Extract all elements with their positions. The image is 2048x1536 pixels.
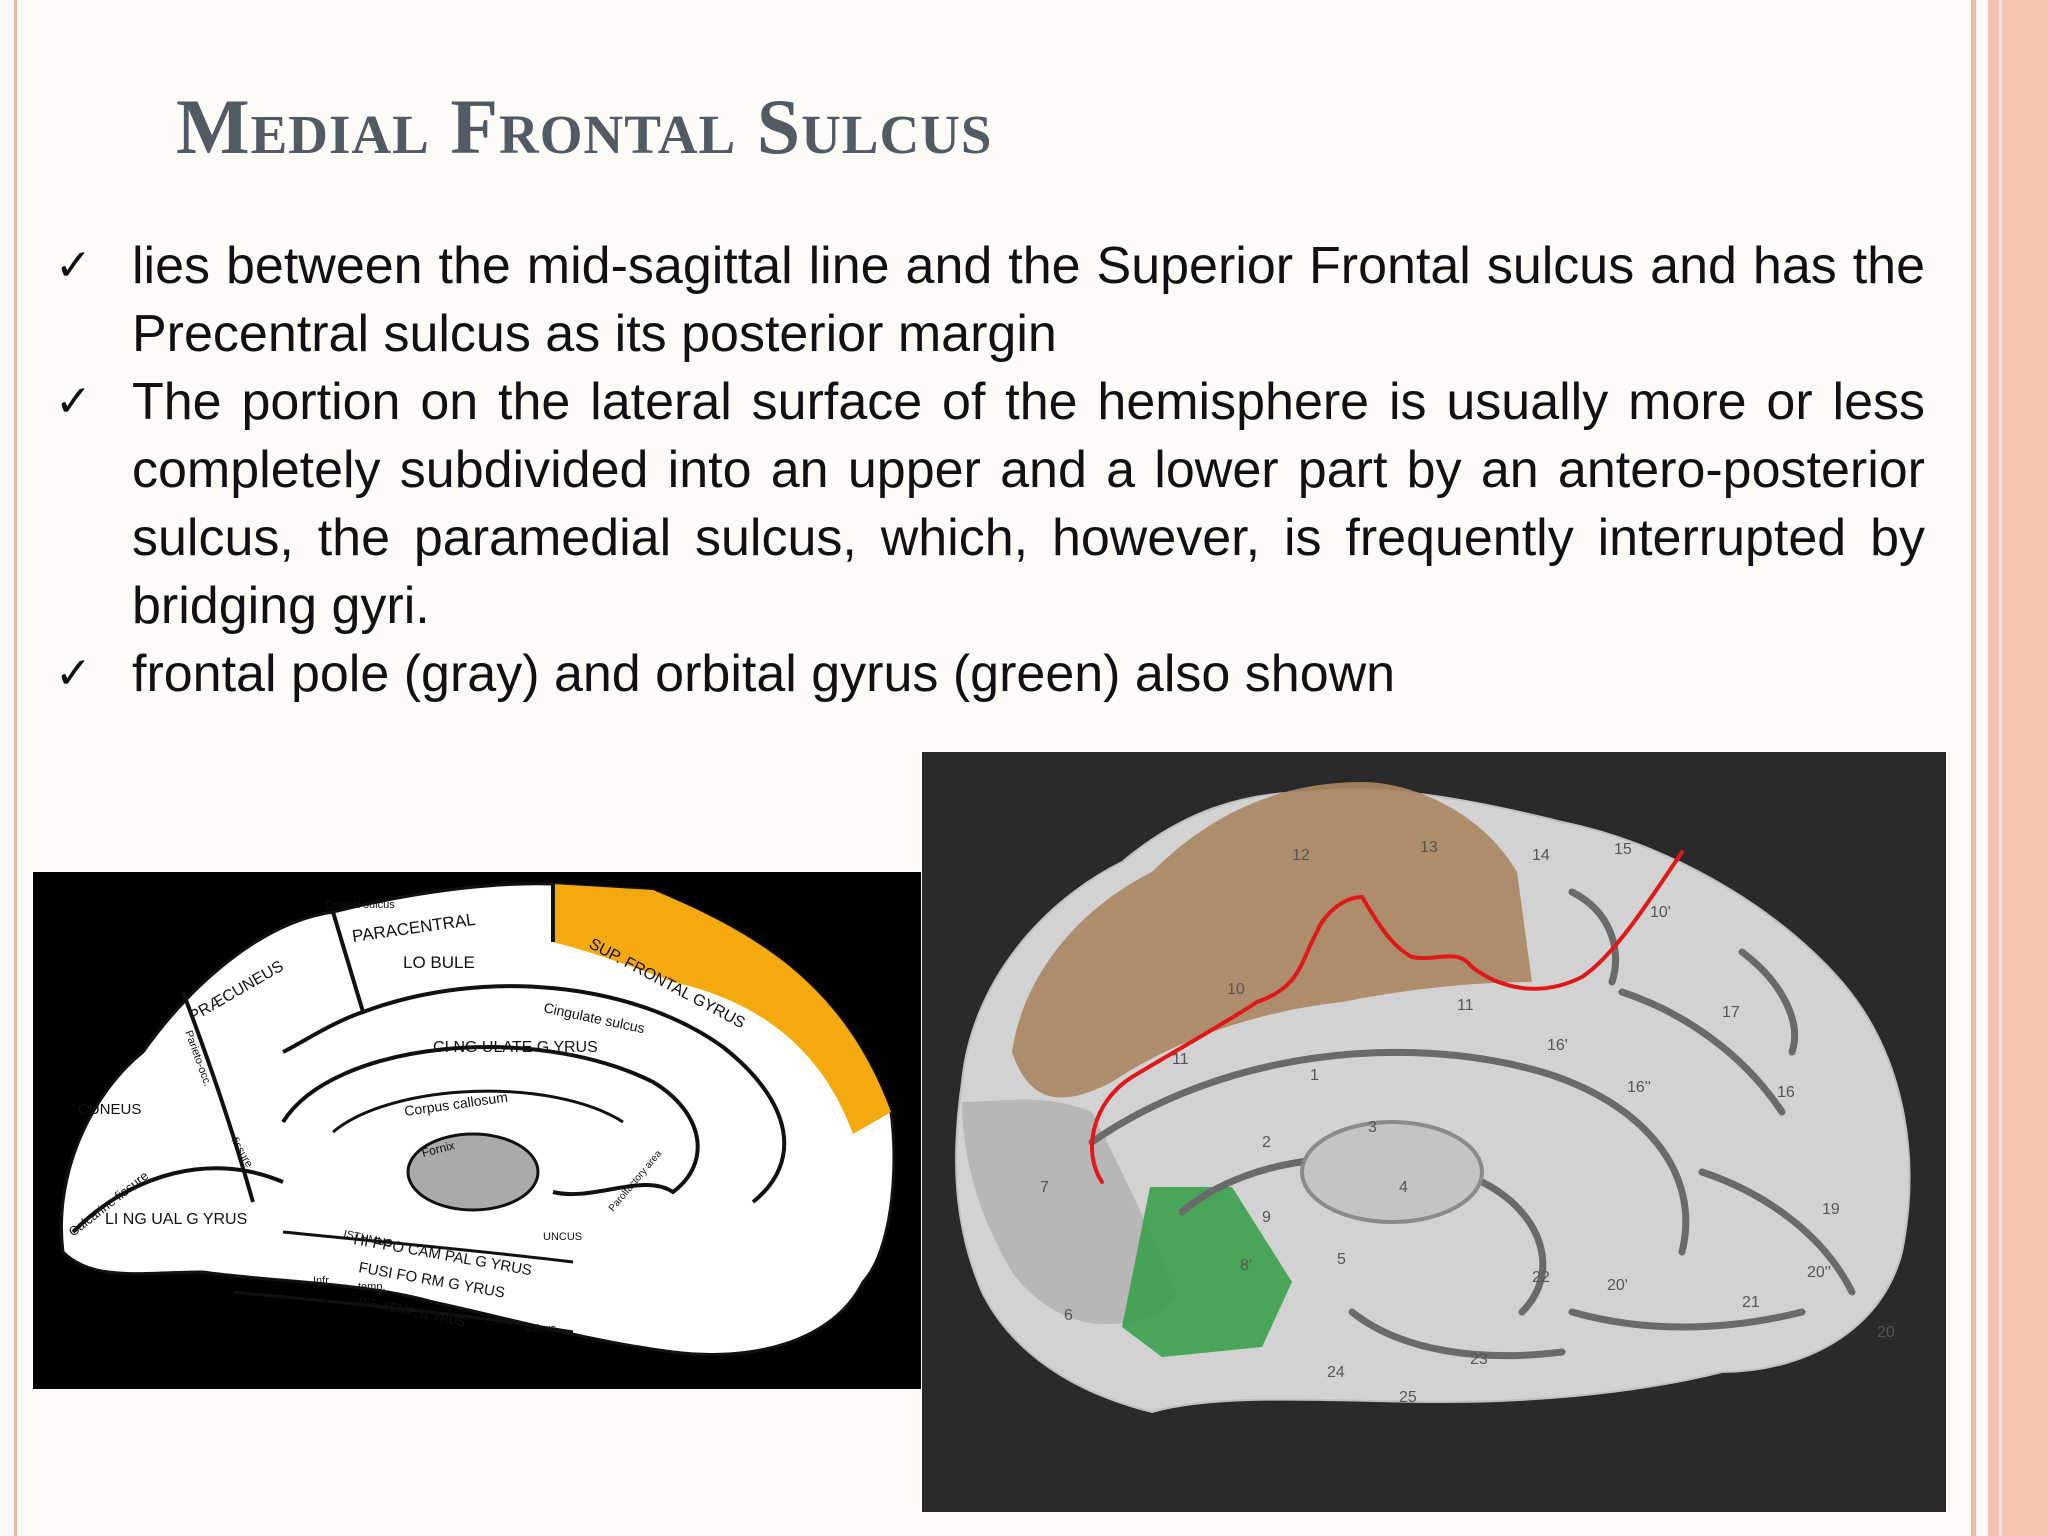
region-number: 12 [1292, 847, 1310, 864]
medial-brain-diagram-svg: Central sulcus PARACENTRAL LO BULE PRÆCU… [33, 872, 921, 1389]
region-number: 20 [1877, 1324, 1895, 1341]
region-number: 25 [1399, 1389, 1417, 1406]
medial-brain-diagram: Central sulcus PARACENTRAL LO BULE PRÆCU… [33, 872, 921, 1389]
uncus-label: UNCUS [543, 1231, 582, 1243]
region-number: 17 [1722, 1004, 1740, 1021]
region-number: 16' [1547, 1037, 1568, 1054]
sup-frontal-gyrus-region [553, 884, 891, 1134]
hemisphere-outline [60, 882, 896, 1356]
infr-label: Infr [313, 1275, 329, 1287]
checkmark-icon: ✓ [55, 648, 92, 699]
left-border-stripe [14, 0, 17, 1536]
region-number: 11 [1172, 1051, 1189, 1068]
frontal-pole-region [962, 1099, 1177, 1325]
bullet-text: The portion on the lateral surface of th… [132, 373, 1925, 635]
brain-photo-svg: 12 13 14 15 10' 10 11 11 17 16' 16'' 16 … [922, 752, 1946, 1512]
region-number: 9 [1262, 1209, 1271, 1226]
right-border-band [1988, 0, 2048, 1536]
region-number: 19 [1822, 1201, 1840, 1218]
region-number: 8' [1240, 1257, 1252, 1274]
bullet-text: frontal pole (gray) and orbital gyrus (g… [132, 645, 1396, 703]
region-number: 14 [1532, 847, 1550, 864]
parieto-occipital-line [181, 991, 255, 1203]
central-sulcus-line [282, 911, 366, 1054]
right-border-line [1999, 0, 2002, 1536]
region-number: 11 [1457, 997, 1474, 1014]
checkmark-icon: ✓ [55, 240, 92, 291]
region-number: 5 [1337, 1251, 1346, 1268]
temp-label: temp. [358, 1281, 386, 1293]
corpus-callosum-shape [1300, 1120, 1484, 1224]
slide-title: Medial Frontal Sulcus [176, 83, 993, 170]
lingual-gyrus-label: LI NG UAL G YRUS [105, 1211, 247, 1228]
region-number: 24 [1327, 1364, 1345, 1381]
calcarine-fissure-line [71, 1166, 284, 1234]
superior-frontal-region [1012, 782, 1532, 1098]
central-sulcus-label: Central sulcus [325, 899, 395, 911]
region-number: 20' [1607, 1277, 1628, 1294]
region-number: 21 [1742, 1294, 1760, 1311]
cingulate-sulcus-line [362, 984, 787, 1204]
region-number: 16 [1777, 1084, 1795, 1101]
corpus-callosum-outline [281, 1045, 700, 1197]
hippocampal-line [282, 1230, 574, 1264]
fusiform-line [232, 1290, 574, 1334]
region-number: 3 [1368, 1119, 1377, 1136]
fornix-line [332, 1089, 624, 1134]
bullet-text: lies between the mid-sagittal line and t… [132, 237, 1925, 363]
cuneus-label: CUNEUS [78, 1101, 141, 1118]
region-number: 2 [1262, 1134, 1271, 1151]
region-number: 20'' [1807, 1264, 1831, 1281]
region-number: 22 [1532, 1269, 1550, 1286]
brain-photo-figure: 12 13 14 15 10' 10 11 11 17 16' 16'' 16 … [922, 752, 1946, 1512]
right-border-stripe [1971, 0, 1976, 1536]
orbital-gyrus-region [1122, 1187, 1292, 1357]
region-number: 10' [1650, 904, 1671, 921]
bullet-item: ✓ frontal pole (gray) and orbital gyrus … [55, 640, 1925, 708]
cingulate-gyrus-label: CI NG ULATE G YRUS [433, 1039, 598, 1056]
region-number: 4 [1399, 1179, 1408, 1196]
thalamus-shape [406, 1132, 540, 1212]
checkmark-icon: ✓ [55, 376, 92, 427]
bullet-list: ✓ lies between the mid-sagittal line and… [55, 232, 1925, 708]
region-number: 10 [1227, 981, 1245, 998]
region-number: 7 [1040, 1179, 1049, 1196]
region-number: 23 [1470, 1351, 1488, 1368]
sulcus-label: sulcus [525, 1323, 557, 1335]
paramedial-sulcus-trace [1090, 850, 1684, 1184]
region-number: 16'' [1627, 1079, 1651, 1096]
region-number: 6 [1064, 1307, 1073, 1324]
lobule-label: LO BULE [403, 953, 475, 972]
region-number: 13 [1420, 839, 1438, 856]
bullet-item: ✓ lies between the mid-sagittal line and… [55, 232, 1925, 368]
bullet-item: ✓ The portion on the lateral surface of … [55, 368, 1925, 640]
region-number: 15 [1614, 841, 1632, 858]
region-number: 1 [1310, 1067, 1319, 1084]
